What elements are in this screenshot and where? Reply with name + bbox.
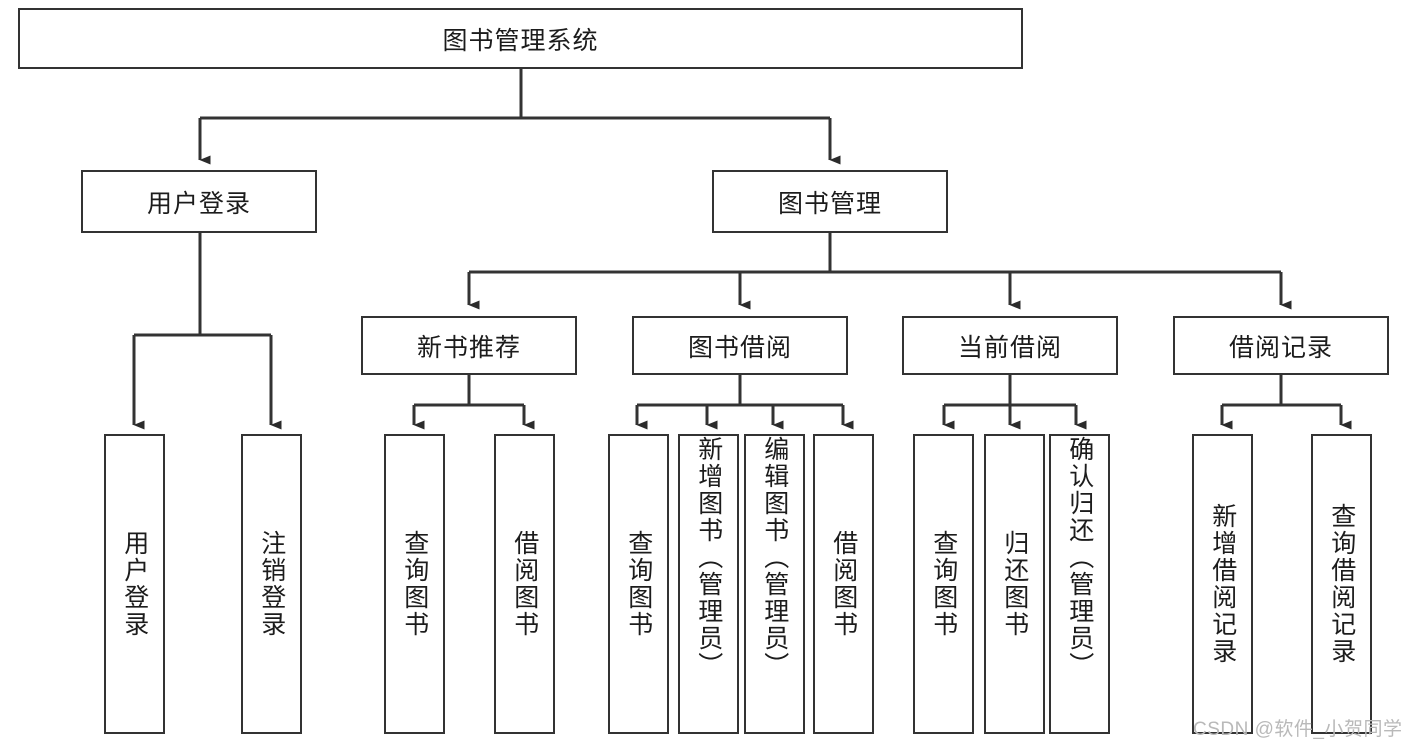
leaf-add-borrow-record[interactable]: 新增借阅记录: [1192, 434, 1253, 734]
csdn-watermark: CSDN @软件_小贺同学: [1193, 714, 1402, 741]
node-user-login[interactable]: 用户登录: [81, 170, 317, 233]
watermark-label: CSDN @软件_小贺同学: [1193, 719, 1403, 740]
leaf-label: 注销登录: [257, 530, 286, 638]
leaf-label: 查询图书: [929, 530, 958, 638]
node-label: 当前借阅: [957, 333, 1062, 362]
leaf-borrow-book-recommendation[interactable]: 借阅图书: [494, 434, 555, 734]
leaf-query-book-current[interactable]: 查询图书: [913, 434, 974, 734]
leaf-label: 查询图书: [400, 530, 429, 638]
leaf-query-borrow-record[interactable]: 查询借阅记录: [1311, 434, 1372, 734]
leaf-query-book-recommendation[interactable]: 查询图书: [384, 434, 445, 734]
leaf-borrow-book[interactable]: 借阅图书: [813, 434, 874, 734]
leaf-add-book-admin[interactable]: 新增图书（管理员）: [678, 434, 739, 734]
leaf-label: 借阅图书: [829, 530, 858, 638]
leaf-label: 用户登录: [120, 530, 149, 638]
leaf-label: 借阅图书: [510, 530, 539, 638]
leaf-confirm-return-admin[interactable]: 确认归还（管理员）: [1049, 434, 1110, 734]
leaf-query-book-borrow[interactable]: 查询图书: [608, 434, 669, 734]
leaf-label: 归还图书: [1000, 530, 1029, 638]
node-book-borrow[interactable]: 图书借阅: [632, 316, 848, 375]
leaf-label: 查询图书: [624, 530, 653, 638]
leaf-return-book[interactable]: 归还图书: [984, 434, 1045, 734]
node-borrow-record[interactable]: 借阅记录: [1173, 316, 1389, 375]
node-label: 图书管理: [777, 189, 882, 218]
leaf-label: 新增借阅记录: [1208, 503, 1237, 665]
node-current-borrow[interactable]: 当前借阅: [902, 316, 1118, 375]
leaf-edit-book-admin[interactable]: 编辑图书（管理员）: [744, 434, 805, 734]
node-label: 借阅记录: [1228, 333, 1333, 362]
node-new-book-recommendation[interactable]: 新书推荐: [361, 316, 577, 375]
leaf-label: 新增图书（管理员）: [694, 436, 723, 679]
node-book-management-system[interactable]: 图书管理系统: [18, 8, 1023, 69]
leaf-user-logout[interactable]: 注销登录: [241, 434, 302, 734]
node-label: 图书管理系统: [442, 26, 599, 55]
node-label: 用户登录: [146, 189, 251, 218]
node-label: 图书借阅: [687, 333, 792, 362]
leaf-user-login[interactable]: 用户登录: [104, 434, 165, 734]
leaf-label: 确认归还（管理员）: [1065, 436, 1094, 679]
leaf-label: 编辑图书（管理员）: [760, 436, 789, 679]
leaf-label: 查询借阅记录: [1327, 503, 1356, 665]
node-label: 新书推荐: [416, 333, 521, 362]
node-book-manage[interactable]: 图书管理: [712, 170, 948, 233]
